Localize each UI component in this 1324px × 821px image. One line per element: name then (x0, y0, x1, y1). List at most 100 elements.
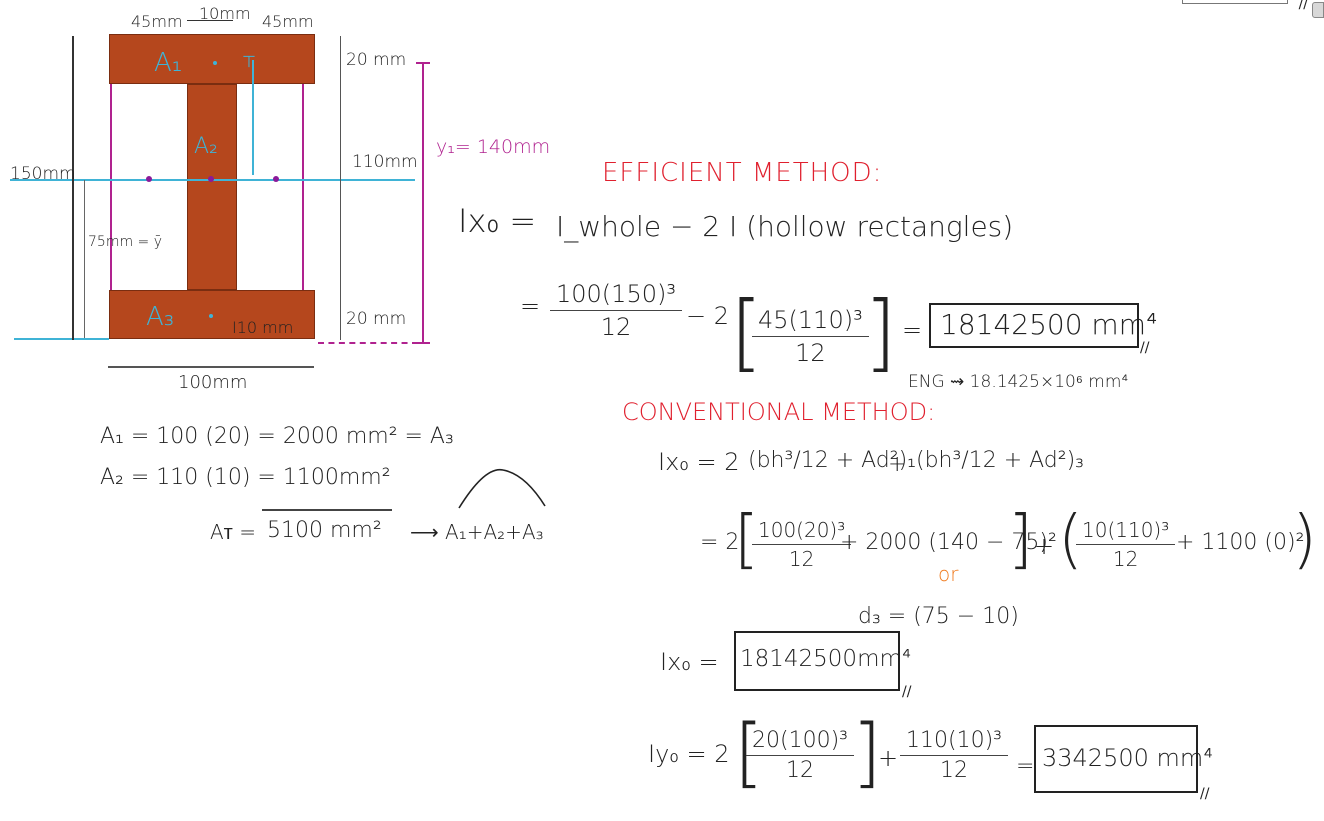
a3-centroid-dot (209, 314, 213, 318)
area-total-note: ⟶ A₁+A₂+A₃ (410, 520, 544, 544)
conv-d3: d₃ = (75 − 10) (858, 604, 1019, 629)
y1-dashed-base (318, 342, 418, 344)
dim-centroid: 75mm = ȳ (88, 234, 163, 250)
a1-centroid-dot (213, 61, 217, 65)
y1-tick-top (416, 62, 430, 64)
conv-sub-eq: = 2 (700, 530, 740, 555)
top-flange (109, 34, 315, 84)
efficient-eng: ENG ⇝ 18.1425×10⁶ mm⁴ (908, 372, 1129, 392)
web (187, 84, 237, 290)
efficient-lhs: Ix₀ = (458, 202, 537, 240)
dim-top-flange: 20 mm (346, 50, 407, 70)
conv-formula-term3: (bh³/12 + Ad²)₃ (916, 448, 1084, 473)
conv-ix-mark: // (902, 684, 912, 700)
web-dim-line (187, 20, 233, 21)
conv-paren-left: ( (1058, 503, 1083, 577)
conv-ix-result-box (734, 631, 900, 691)
conv-bracket-left: [ (734, 503, 759, 577)
page-corner-box (1182, 0, 1288, 4)
efficient-result: 18142500 mm⁴ (940, 308, 1158, 341)
area-a2: A₂ = 110 (10) = 1100mm² (100, 465, 391, 490)
frac1-num: 100(150)³ (550, 280, 682, 311)
conv-paren-right: ) (1292, 503, 1317, 577)
bracket-left: [ (730, 283, 763, 381)
arrow-head-up-icon: ⊤ (242, 52, 256, 71)
conv-formula-term1: (bh³/12 + Ad²)₁ (748, 448, 916, 473)
efficient-rhs: I_whole − 2 I (hollow rectangles) (556, 210, 1014, 243)
iy-bracket-left: [ (734, 707, 764, 796)
conv-sub-tail: + 1100 (0)² (1176, 530, 1305, 555)
scrollbar-tab[interactable] (1312, 2, 1324, 18)
brace-arc-icon (458, 468, 546, 509)
hollow-right-line (302, 84, 304, 290)
label-a2: A₂ (194, 134, 218, 159)
conv-frac2-den: 12 (1112, 547, 1139, 571)
iy-result: 3342500 mm⁴ (1042, 744, 1213, 772)
conv-formula-lhs: Ix₀ = 2 (658, 448, 740, 476)
distance-arrow (252, 60, 254, 175)
height-dim-line (72, 36, 74, 340)
area-total-value: 5100 mm² (267, 518, 382, 543)
dim-web-thickness: I10 mm (232, 318, 294, 337)
dim-top-right: 45mm (262, 12, 314, 31)
iy-lhs: Iy₀ = 2 (648, 740, 730, 768)
conv-frac1-num: 100(20)³ (752, 518, 852, 545)
conventional-heading: CONVENTIONAL METHOD: (622, 398, 936, 426)
iy-result-box (1034, 725, 1198, 793)
y1-dim-line (422, 63, 424, 343)
area-a1: A₁ = 100 (20) = 2000 mm² = A₃ (100, 424, 454, 449)
efficient-result-box (929, 303, 1139, 348)
label-a3: A₃ (146, 302, 175, 332)
iy-equals: = (1016, 754, 1035, 779)
dim-total-height: 150mm (10, 164, 76, 184)
conv-formula-plus: + (888, 452, 907, 477)
conv-or: or (938, 562, 959, 586)
width-dim-line (108, 366, 314, 368)
iy-frac1-num: 20(100)³ (746, 728, 854, 756)
area-sum-line (262, 509, 392, 511)
check-mark: // (1298, 0, 1308, 12)
hollow-left-line (110, 84, 112, 290)
iy-frac1-den: 12 (785, 758, 814, 783)
centroid-dot-web (208, 176, 214, 182)
conv-ix-lhs: Ix₀ = (660, 648, 719, 676)
conv-frac1-den: 12 (788, 547, 815, 571)
dim-bottom-flange: 20 mm (346, 309, 407, 329)
efficient-eq: = (520, 292, 541, 320)
iy-frac2-den: 12 (939, 758, 968, 783)
conv-sub-mid: + 2000 (140 − 75)² (840, 530, 1057, 555)
ybar-dim-line (84, 180, 85, 338)
efficient-minus2: − 2 (686, 302, 730, 330)
dim-total-width: 100mm (178, 372, 248, 393)
label-a1: A₁ (154, 48, 183, 78)
efficient-heading: EFFICIENT METHOD: (602, 158, 883, 188)
y1-tick-bottom (416, 342, 430, 344)
bracket-right: ] (864, 283, 897, 381)
iy-bracket-right: ] (852, 707, 882, 796)
dim-web-width: 10mm (199, 4, 251, 23)
frac2-num: 45(110)³ (752, 306, 869, 337)
iy-plus: + (878, 744, 899, 772)
right-dim-line (340, 36, 341, 340)
base-axis (14, 338, 109, 340)
iy-mark: // (1200, 786, 1210, 802)
y1-label: y₁= 140mm (436, 136, 551, 158)
centroid-dot-right (273, 176, 279, 182)
frac2-den: 12 (795, 339, 826, 367)
frac1-den: 12 (600, 313, 632, 341)
conv-sub-plus: + (1034, 532, 1055, 560)
conv-bracket-right: ] (1008, 503, 1033, 577)
dim-web-height: 110mm (352, 152, 418, 172)
area-total-label: Aᴛ = (210, 520, 256, 544)
conv-ix-result: 18142500mm⁴ (740, 646, 912, 672)
centroid-dot-left (146, 176, 152, 182)
dim-top-left: 45mm (131, 12, 183, 31)
efficient-equals: = (902, 316, 923, 344)
iy-frac2-num: 110(10)³ (900, 728, 1008, 756)
